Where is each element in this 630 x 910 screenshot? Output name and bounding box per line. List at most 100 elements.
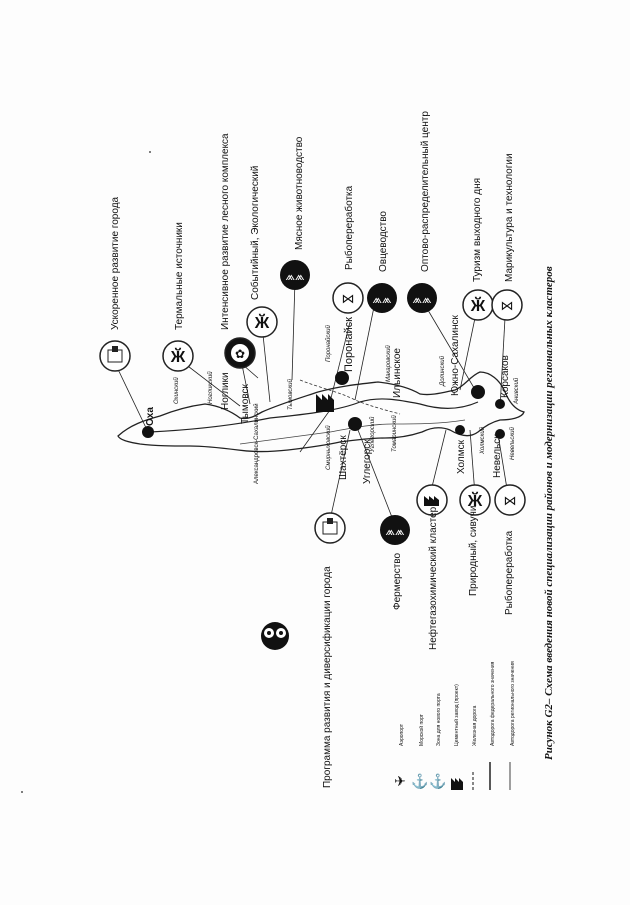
district-poronaysky: Поронайский: [325, 324, 332, 362]
city-nevelsk: Невельск: [492, 434, 503, 478]
legend-regional: Автодорога регионального значения: [510, 661, 516, 746]
forest-complex-icon: ✿: [224, 337, 256, 369]
label-myasnoe: Мясное животноводство: [294, 136, 305, 250]
district-uglegorsky: Углегорский: [369, 416, 376, 453]
label-neftegaz: Нефтегазохимический кластер: [427, 506, 439, 650]
label-termalnye: Термальные источники: [174, 222, 185, 330]
svg-text:⋈: ⋈: [504, 493, 517, 508]
label-ovcevodstvo: Овцеводство: [378, 211, 389, 272]
legend-airport: Аэропорт: [399, 723, 405, 746]
railway-line: [299, 379, 401, 415]
district-dolinsky: Долинский: [439, 355, 446, 387]
city-kholmsk: Холмск: [456, 439, 467, 474]
city-aleksandrovsk: Александровск-Сахалинский: [253, 403, 260, 484]
district-smirnykhovsky: Смирныховский: [325, 425, 332, 470]
uglegorsk-dot: [348, 417, 362, 431]
city-okha: Оха: [145, 407, 156, 426]
label-ryboperer-top: Рыбопереработка: [343, 185, 355, 270]
city-shakhtersk: Шахтёрск: [338, 435, 349, 480]
svg-text:Ӂ: Ӂ: [470, 296, 486, 315]
city-yuzhno: Южно-Сахалинск: [450, 315, 461, 396]
hot-springs-icon: Ӂ: [162, 340, 194, 372]
svg-text:✿: ✿: [235, 347, 245, 361]
sheep-breeding-icon: ⩕⩕: [367, 283, 397, 313]
district-tomarinsky: Томаринский: [391, 415, 398, 452]
district-kholmsky: Холмский: [479, 426, 486, 455]
svg-text:⩕⩕: ⩕⩕: [286, 269, 305, 283]
district-nevelsky: Невельский: [509, 426, 516, 460]
federal-road-line: [149, 398, 479, 433]
city-korsakov: Корсаков: [500, 355, 511, 398]
farming-icon: ⩕⩕: [380, 515, 410, 545]
cluster-icons: Ӂ ✿ Ӂ ⩕⩕ ⋈ ⩕⩕ ⩕⩕ Ӂ ⋈ ⩕⩕ Ӂ ⋈: [99, 260, 526, 650]
label-optovo: Оптово-распределительный центр: [420, 111, 431, 272]
legend-railway: Железная дорога: [472, 705, 478, 746]
svg-text:⩕⩕: ⩕⩕: [413, 292, 432, 306]
district-okhinsky: Охинский: [173, 377, 180, 404]
legend: ✈ ⚓ ⚓ Аэропорт Морской порт Зона для нов…: [394, 661, 516, 790]
label-turizm: Туризм выходного дня: [472, 178, 483, 282]
legend-seaport: Морской порт: [418, 713, 425, 746]
label-marikultura: Марикультура и технологии: [504, 153, 515, 282]
korsakov-dot: [495, 399, 505, 409]
legend-federal: Автодорога федерального значения: [490, 661, 496, 746]
wholesale-center-icon: ⩕⩕: [407, 283, 437, 313]
scan-speck: [149, 151, 151, 153]
fish-processing-bottom-icon: ⋈: [494, 484, 526, 516]
legend-newport: Зона для нового порта: [436, 693, 442, 746]
sakhalin-island-outline: [117, 371, 525, 453]
svg-text:Ӂ: Ӂ: [254, 313, 270, 332]
label-fermerstvo: Фермерство: [392, 552, 403, 610]
oil-gas-cluster-icon: [416, 484, 448, 516]
city-tymovsk: Тымовск: [240, 384, 251, 424]
city-diversification-icon: [314, 512, 346, 544]
district-tymovsky: Тымовский: [287, 378, 294, 410]
svg-text:Ӂ: Ӂ: [170, 347, 186, 366]
district-makarovsky: Макаровский: [385, 345, 392, 382]
eco-event-icon: Ӂ: [246, 306, 278, 338]
city-labels: Оха Ноглики Тымовск Поронайск Ильинское …: [145, 315, 511, 484]
yuzhno-dot: [471, 385, 485, 399]
meat-livestock-icon: ⩕⩕: [280, 260, 310, 290]
city-poronaysk: Поронайск: [343, 317, 355, 372]
label-sobytiyny: Событийный, Экологический: [249, 166, 261, 300]
legend-newport-icon: ⚓: [429, 773, 446, 790]
nevelsk-dot: [495, 429, 505, 439]
legend-cement: Цементный завод (проект): [453, 684, 460, 746]
okha-dot: [142, 426, 154, 438]
theme-labels: Ускоренное развитие города Термальные ис…: [110, 111, 515, 788]
cement-plant-icon: [316, 394, 334, 412]
mariculture-icon: ⋈: [491, 289, 523, 321]
legend-seaport-icon: ⚓: [411, 773, 428, 790]
svg-text:⩕⩕: ⩕⩕: [373, 292, 392, 306]
district-labels: Охинский Ногликский Тымовский Поронайски…: [173, 324, 520, 470]
rotated-map-group: Ӂ ✿ Ӂ ⩕⩕ ⋈ ⩕⩕ ⩕⩕ Ӂ ⋈ ⩕⩕ Ӂ ⋈ Ускоренное р…: [21, 111, 555, 793]
nature-sea-lions-icon: Ӂ: [459, 484, 491, 516]
svg-text:Ӂ: Ӂ: [467, 491, 483, 510]
poronaysk-dot: [335, 371, 349, 385]
owl-logo-icon: [261, 622, 289, 650]
city-uglegorsk: Углегорск: [362, 439, 373, 484]
label-lesnoy: Интенсивное развитие лесного комплекса: [220, 133, 231, 330]
city-ilyinskoe: Ильинское: [392, 348, 403, 398]
legend-airport-icon: ✈: [394, 773, 406, 789]
svg-text:⩕⩕: ⩕⩕: [386, 524, 405, 538]
label-uskorennoe: Ускоренное развитие города: [110, 196, 121, 330]
label-prirodny: Природный, сивучи: [468, 506, 479, 596]
scan-speck: [21, 791, 23, 793]
label-programma: Программа развития и диверсификации горо…: [321, 566, 333, 788]
district-aniva: Анивский: [513, 377, 520, 405]
fish-processing-top-icon: ⋈: [332, 282, 364, 314]
svg-text:⋈: ⋈: [342, 291, 355, 306]
svg-text:⋈: ⋈: [501, 298, 514, 313]
legend-cement-icon: [451, 778, 463, 790]
label-ryboperer-bottom: Рыбопереработка: [503, 530, 515, 615]
city-development-icon: [99, 340, 131, 372]
weekend-tourism-icon: Ӂ: [462, 289, 494, 321]
figure-caption: Рисунок G2– Схема введения новой специал…: [543, 266, 555, 760]
district-nogliksky: Ногликский: [207, 371, 214, 404]
city-nogliki: Ноглики: [220, 372, 231, 410]
kholmsk-dot: [455, 425, 465, 435]
